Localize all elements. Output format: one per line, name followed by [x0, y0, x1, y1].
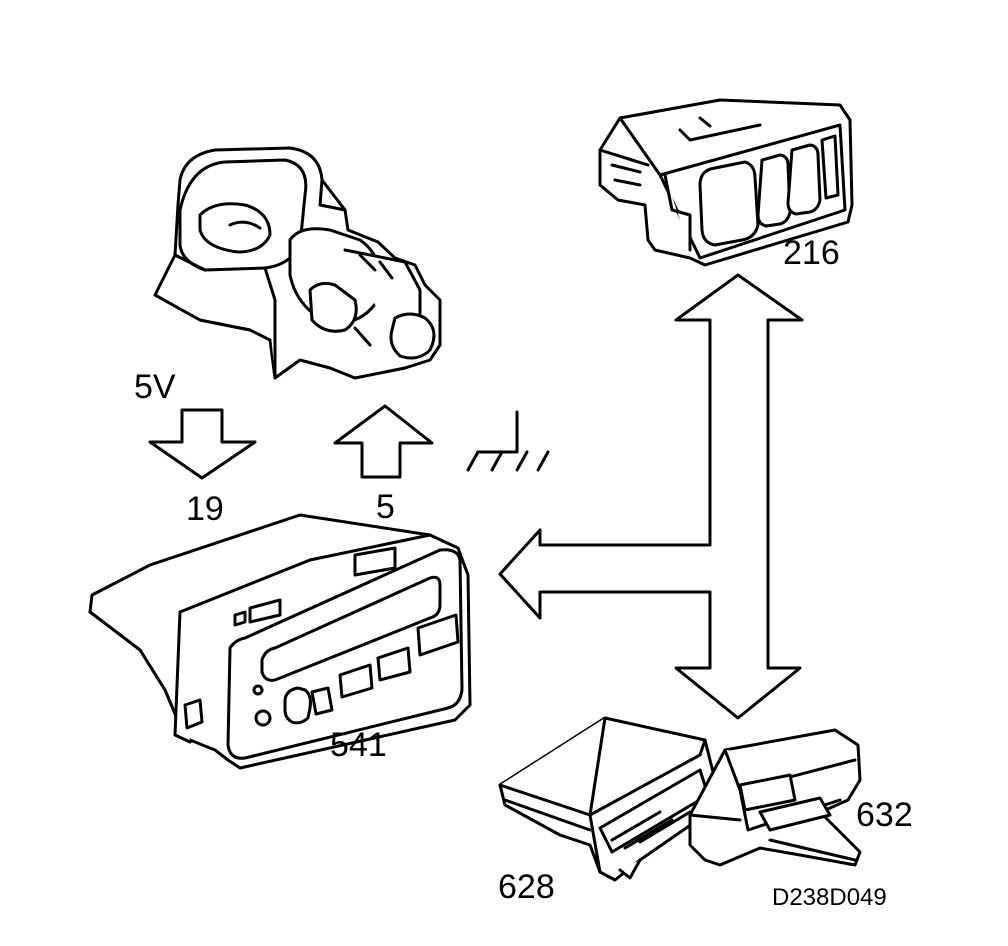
input-down-arrow: [148, 408, 257, 480]
cruise-control-module-541: [88, 513, 472, 770]
ground-icon: [466, 410, 550, 472]
output-up-arrow: [333, 404, 434, 479]
pin-5-label: 5: [376, 488, 395, 526]
voltage-label: 5V: [134, 368, 176, 406]
throttle-body-sensor: [153, 146, 442, 380]
control-unit-628: [498, 716, 717, 882]
figure-code: D238D049: [772, 884, 887, 911]
component-541-label: 541: [330, 726, 387, 764]
component-632-label: 632: [856, 796, 913, 834]
pin-19-label: 19: [186, 490, 224, 528]
bus-arrow: [498, 273, 804, 720]
component-628-label: 628: [498, 868, 555, 906]
control-unit-632: [688, 728, 862, 867]
control-module-216: [598, 98, 854, 267]
component-216-label: 216: [783, 234, 840, 272]
